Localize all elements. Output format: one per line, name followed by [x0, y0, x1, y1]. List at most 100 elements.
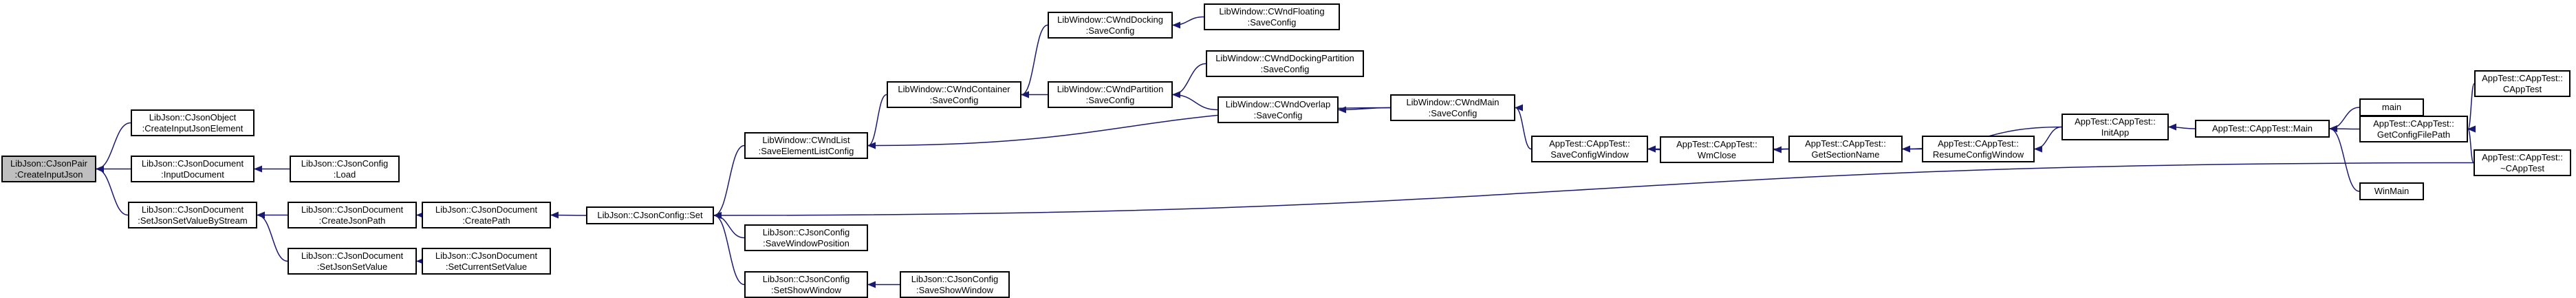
node-label-line1: LibJson::CJsonConfig [762, 273, 850, 284]
node-n-main[interactable]: main [2359, 98, 2424, 116]
node-label-line1: LibWindow::CWndDocking [1057, 14, 1163, 25]
node-label-line2: :SetCurrentSetValue [445, 261, 528, 272]
node-label-line2: :SetJsonSetValueByStream [138, 215, 248, 226]
node-n-main-method[interactable]: AppTest::CAppTest::Main [2195, 120, 2330, 138]
node-label-line2: :SaveConfig [1253, 109, 1303, 120]
node-label-line2: ResumeConfigWindow [1932, 149, 2024, 160]
node-label-line1: AppTest::CAppTest:: [1676, 138, 1757, 149]
node-label-line1: main [2381, 102, 2402, 112]
node-n-resumeconfigwindow[interactable]: AppTest::CAppTest::ResumeConfigWindow [1922, 136, 2035, 162]
node-label-line2: :SaveConfig [1247, 17, 1297, 28]
node-n-saveconfigwindow[interactable]: AppTest::CAppTest::SaveConfigWindow [1531, 136, 1648, 162]
node-n-winmain[interactable]: WinMain [2359, 182, 2424, 200]
node-label-line2: :SaveWindowPosition [763, 237, 849, 248]
node-label-line1: WinMain [2374, 186, 2410, 196]
edge-n-wndlist-save-to-n-config-set [713, 145, 745, 219]
node-label-line1: LibWindow::CWndDockingPartition [1215, 52, 1354, 63]
node-label-line1: LibWindow::CWndPartition [1057, 83, 1164, 94]
edge-n-wnddocking-save-to-n-wndcontainer-save [1021, 24, 1048, 98]
node-n-config-load[interactable]: LibJson::CJsonConfig:Load [290, 156, 400, 182]
node-label-line2: :SaveConfig [1260, 63, 1310, 74]
edge-n-wndmain-save-to-n-wndoverlap-save [1338, 106, 1391, 114]
node-n-initapp[interactable]: AppTest::CAppTest::InitApp [2061, 114, 2169, 140]
node-label-line2: CAppTest [2502, 83, 2542, 94]
node-label-line1: AppTest::CAppTest:: [1805, 138, 1886, 149]
node-n-wnddockingpartition-save[interactable]: LibWindow::CWndDockingPartition:SaveConf… [1206, 50, 1364, 77]
node-n-wmclose[interactable]: AppTest::CAppTest::WmClose [1660, 136, 1774, 163]
node-n-wndlist-save[interactable]: LibWindow::CWndList:SaveElementListConfi… [744, 132, 868, 159]
edge-n-wndoverlap-save-to-n-wndpartition-save [1172, 91, 1218, 111]
node-n-wndcontainer-save[interactable]: LibWindow::CWndContainer:SaveConfig [887, 81, 1021, 108]
edge-n-createinputjsonelement-to-root [96, 122, 131, 173]
node-n-createpath[interactable]: LibJson::CJsonDocument:CreatePath [422, 202, 551, 228]
node-label-line2: :SaveShowWindow [916, 284, 993, 295]
node-label-line1: LibJson::CJsonDocument [435, 250, 538, 261]
node-label-line2: :CreateJsonPath [318, 215, 386, 226]
node-label-line1: LibWindow::CWndContainer [898, 83, 1010, 94]
node-label-line2: :CreateInputJsonElement [142, 123, 243, 134]
node-n-setjsonsetvaluebystream[interactable]: LibJson::CJsonDocument:SetJsonSetValueBy… [128, 202, 257, 228]
node-label-line1: LibJson::CJsonDocument [141, 204, 244, 215]
node-label-line2: :SaveConfig [1428, 107, 1478, 118]
node-n-setshowwindow[interactable]: LibJson::CJsonConfig:SetShowWindow [744, 271, 868, 298]
node-n-wndfloating-save[interactable]: LibWindow::CWndFloating:SaveConfig [1204, 3, 1340, 30]
edge-n-wnddockingpartition-save-to-n-wndpartition-save [1172, 63, 1206, 98]
edge-n-setjsonsetvaluebystream-to-root [96, 165, 129, 216]
node-n-ctor[interactable]: AppTest::CAppTest::CAppTest [2474, 70, 2570, 97]
node-n-getsectionname[interactable]: AppTest::CAppTest::GetSectionName [1788, 136, 1903, 162]
node-n-wnddocking-save[interactable]: LibWindow::CWndDocking:SaveConfig [1048, 12, 1173, 39]
node-label-line1: LibJson::CJsonConfig [301, 158, 389, 169]
node-n-savewindowposition[interactable]: LibJson::CJsonConfig:SaveWindowPosition [744, 224, 868, 251]
node-label-line2: :Load [333, 169, 356, 180]
edge-n-setjsonsetvalue-to-n-setjsonsetvaluebystream [257, 211, 288, 262]
edge-n-main-method-to-n-initapp [2168, 123, 2196, 131]
edge-n-ctor-to-n-getconfigfilepath [2467, 83, 2476, 133]
node-label-line1: LibJson::CJsonDocument [301, 250, 404, 261]
node-label-line2: :SetShowWindow [771, 284, 841, 295]
edge-n-getsectionname-to-n-wmclose [1773, 146, 1789, 153]
node-label-line1: AppTest::CAppTest:: [2373, 118, 2454, 129]
node-label-line2: :SaveElementListConfig [758, 145, 854, 156]
edge-n-savewindowposition-to-n-config-set [713, 212, 745, 239]
node-n-setcurrentsetvalue[interactable]: LibJson::CJsonDocument:SetCurrentSetValu… [422, 248, 551, 275]
node-label-line2: :SaveConfig [1085, 94, 1135, 105]
node-label-line2: :InputDocument [161, 169, 224, 180]
edge-n-config-set-to-n-createpath [550, 211, 587, 219]
node-n-wndmain-save[interactable]: LibWindow::CWndMain:SaveConfig [1390, 94, 1515, 121]
edge-n-main-to-n-main-method [2329, 107, 2360, 132]
node-label-line1: LibJson::CJsonDocument [141, 158, 244, 169]
node-label-line1: LibJson::CJsonConfig [762, 226, 850, 237]
node-n-inputdocument[interactable]: LibJson::CJsonDocument:InputDocument [131, 156, 255, 182]
node-n-createjsonpath[interactable]: LibJson::CJsonDocument:CreateJsonPath [288, 202, 417, 228]
node-label-line2: :SetJsonSetValue [316, 261, 388, 272]
node-label-line1: AppTest::CAppTest:: [2482, 151, 2563, 162]
node-label-line1: LibJson::CJsonObject [149, 111, 237, 123]
edge-n-winmain-to-n-main-method [2329, 125, 2360, 192]
node-n-getconfigfilepath[interactable]: AppTest::CAppTest::GetConfigFilePath [2359, 116, 2468, 142]
edge-n-dtor-to-n-getconfigfilepath [2467, 125, 2476, 164]
node-label-line1: AppTest::CAppTest:: [1549, 138, 1630, 149]
edge-n-saveconfigwindow-to-n-wndmain-save [1515, 104, 1532, 150]
node-n-dtor[interactable]: AppTest::CAppTest::~CAppTest [2474, 149, 2571, 176]
node-label-line2: :CreateInputJson [14, 169, 83, 180]
node-label-line2: WmClose [1697, 149, 1737, 160]
edge-n-dtor-to-n-config-set [713, 162, 2474, 219]
node-n-wndoverlap-save[interactable]: LibWindow::CWndOverlap:SaveConfig [1217, 96, 1339, 123]
node-label-line1: AppTest::CAppTest::Main [2212, 123, 2313, 134]
node-label-line1: LibWindow::CWndMain [1406, 96, 1500, 107]
edge-n-wndcontainer-save-to-n-wndlist-save [867, 94, 887, 149]
node-label-line1: LibWindow::CWndList [762, 134, 850, 145]
edge-n-wmclose-to-n-saveconfigwindow [1647, 145, 1660, 153]
edge-n-wndfloating-save-to-n-wnddocking-save [1172, 16, 1204, 29]
node-n-wndpartition-save[interactable]: LibWindow::CWndPartition:SaveConfig [1048, 81, 1173, 108]
node-label-line2: :SaveConfig [929, 94, 979, 105]
node-n-createinputjsonelement[interactable]: LibJson::CJsonObject:CreateInputJsonElem… [131, 109, 255, 136]
node-n-setjsonsetvalue[interactable]: LibJson::CJsonDocument:SetJsonSetValue [288, 248, 417, 275]
node-label-line2: :SaveConfig [1085, 25, 1135, 36]
node-n-config-set[interactable]: LibJson::CJsonConfig::Set [586, 206, 714, 224]
node-label-line1: AppTest::CAppTest:: [2075, 116, 2156, 127]
node-n-saveshowwindow[interactable]: LibJson::CJsonConfig:SaveShowWindow [900, 271, 1010, 298]
node-label-line1: LibWindow::CWndFloating [1219, 6, 1325, 17]
node-label-line1: LibJson::CJsonPair [10, 158, 87, 169]
node-label-line1: LibJson::CJsonConfig [911, 273, 999, 284]
